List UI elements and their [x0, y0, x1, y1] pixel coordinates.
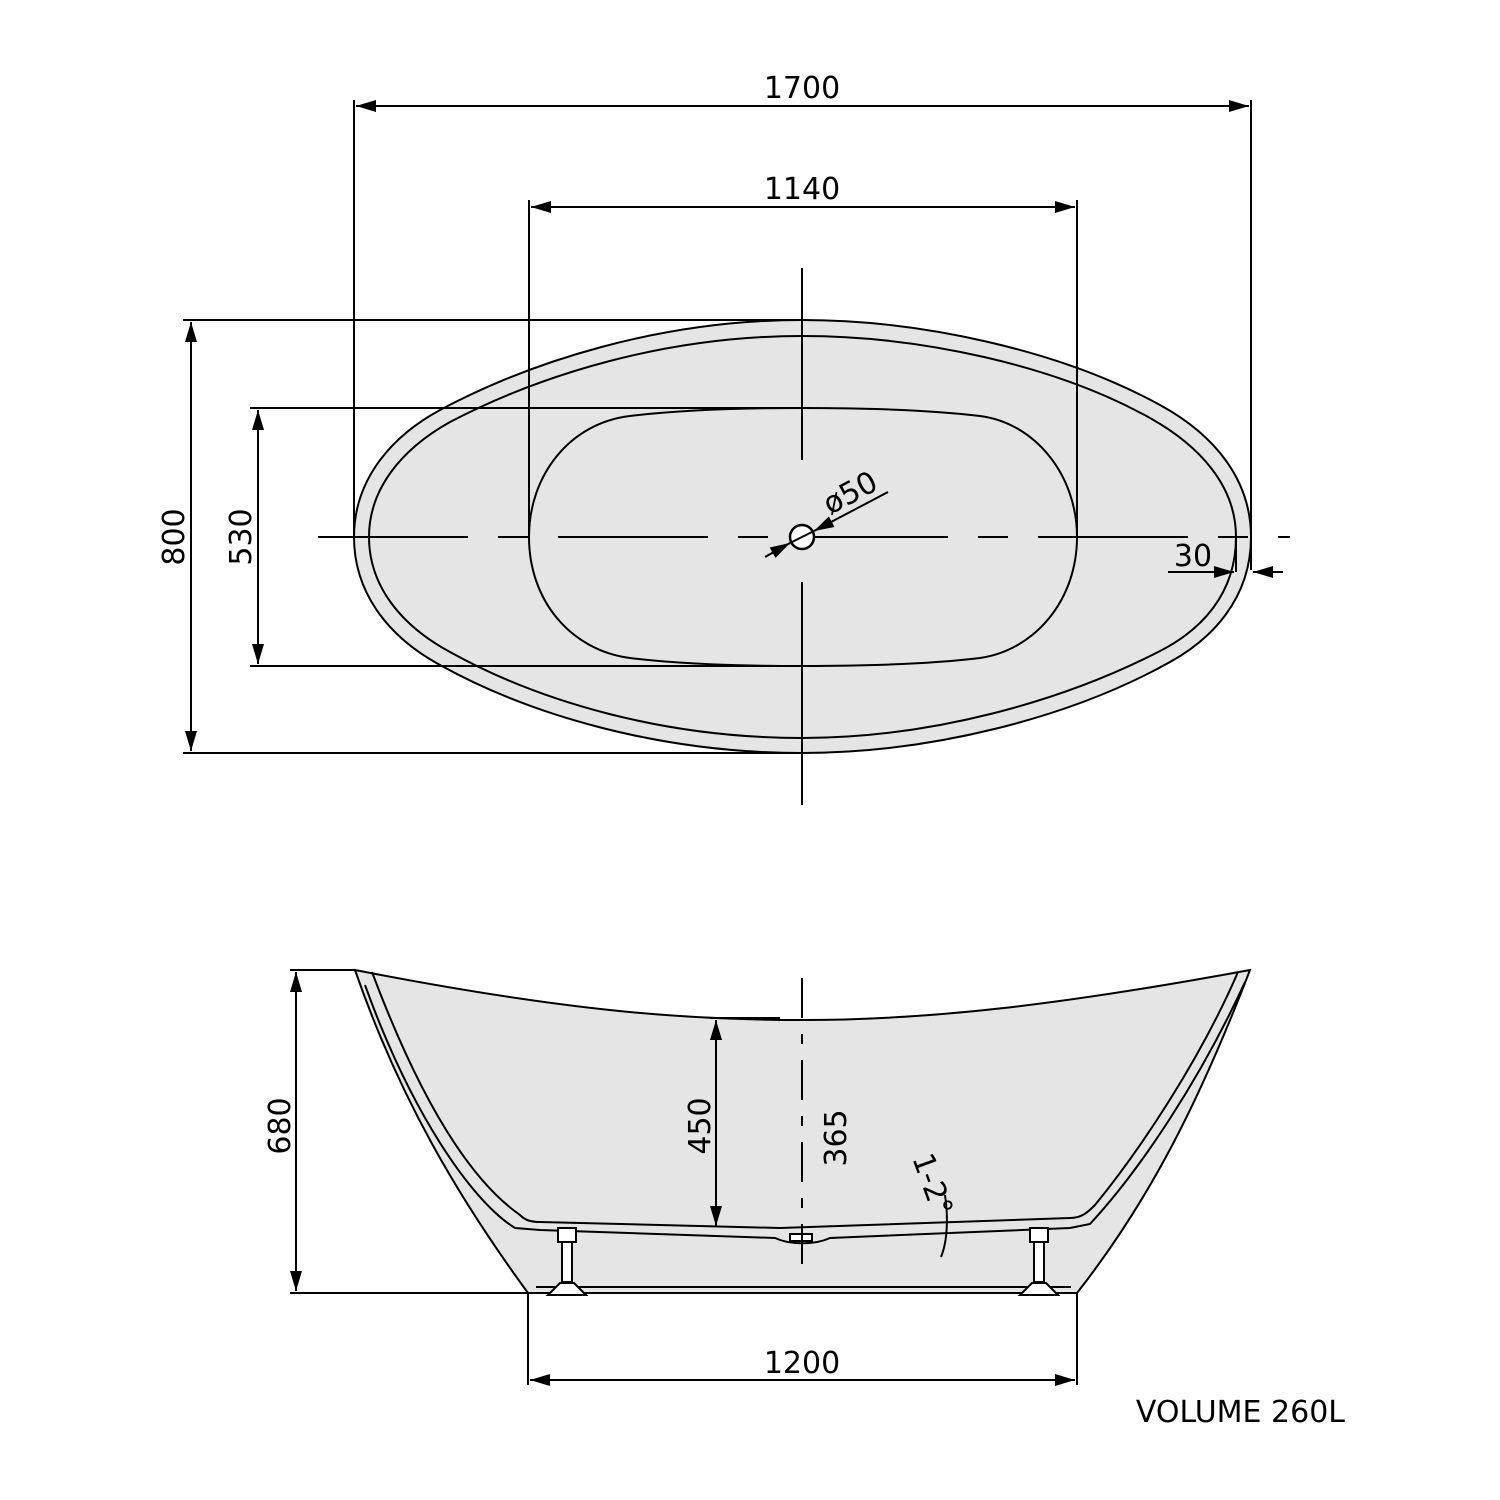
base-1200-label: 1200: [764, 1346, 840, 1381]
tub-inner-wall: [371, 971, 1239, 1230]
leg-right-icon: [1017, 1227, 1061, 1296]
height-680-label: 680: [263, 1097, 298, 1154]
top-view: ø50 1700 1140 800 530 30: [157, 71, 1290, 805]
depth-450-label: 450: [683, 1097, 718, 1154]
width-800-label: 800: [157, 508, 192, 565]
length-1700-label: 1700: [764, 71, 840, 106]
width-530-label: 530: [224, 508, 259, 565]
volume-label: VOLUME 260L: [1136, 1395, 1345, 1430]
length-1140-label: 1140: [764, 172, 840, 207]
leg-left-icon: [545, 1227, 589, 1296]
depth-365-label: 365: [819, 1109, 854, 1166]
side-view: 680 450 365 1-2° 1200: [263, 968, 1252, 1386]
basin-outline: [527, 406, 1079, 668]
rim-30-label: 30: [1174, 539, 1212, 574]
slope-arc: [940, 1194, 948, 1258]
